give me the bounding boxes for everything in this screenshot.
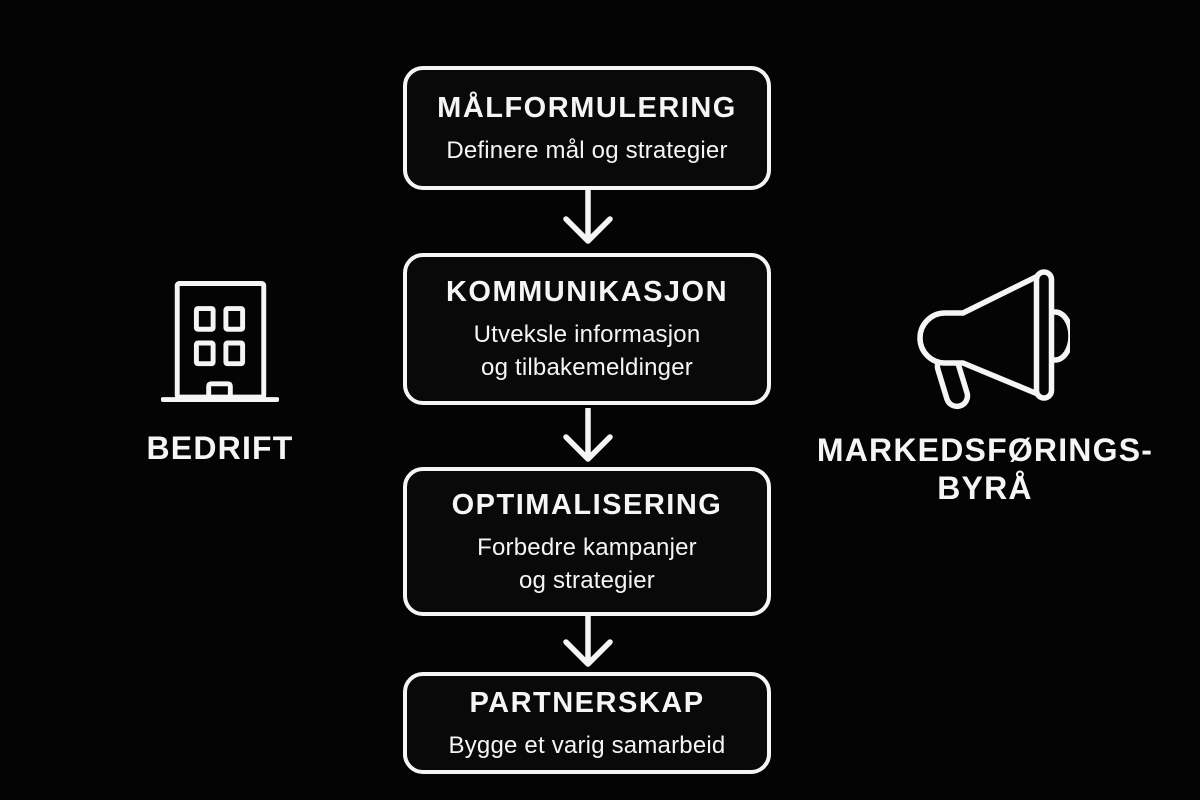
step-title: OPTIMALISERING (451, 488, 723, 521)
flow-step-kommunikasjon: KOMMUNIKASJON Utveksle informasjon og ti… (403, 253, 771, 405)
megaphone-icon (900, 268, 1070, 413)
flow-step-optimalisering: OPTIMALISERING Forbedre kampanjer og str… (403, 467, 771, 616)
step-subtitle-line: og strategier (518, 566, 655, 594)
flow-step-partnerskap: PARTNERSKAP Bygge et varig samarbeid (403, 672, 771, 774)
byra-label-line: BYRÅ (937, 470, 1033, 506)
flow-step-malformulering: MÅLFORMULERING Definere mål og strategie… (403, 66, 771, 190)
actor-markedsforingsbyra: MARKEDSFØRINGS- BYRÅ (810, 268, 1160, 507)
step-subtitle-line: Definere mål og strategier (446, 136, 728, 164)
down-arrow-icon (561, 613, 615, 667)
bedrift-label: BEDRIFT (146, 430, 294, 466)
actor-bedrift: BEDRIFT (120, 281, 320, 467)
down-arrow-icon (561, 408, 615, 462)
step-subtitle-line: Bygge et varig samarbeid (448, 731, 726, 759)
step-subtitle-line: og tilbakemeldinger (481, 354, 693, 381)
step-subtitle-line: Forbedre kampanjer (477, 533, 697, 561)
step-title: KOMMUNIKASJON (445, 276, 729, 308)
step-title: MÅLFORMULERING (437, 91, 737, 124)
down-arrow-icon (561, 190, 615, 244)
step-subtitle-line: Utveksle informasjon (473, 321, 701, 348)
step-title: PARTNERSKAP (469, 686, 705, 719)
building-icon (161, 281, 279, 405)
byra-label-line: MARKEDSFØRINGS- (816, 432, 1154, 468)
